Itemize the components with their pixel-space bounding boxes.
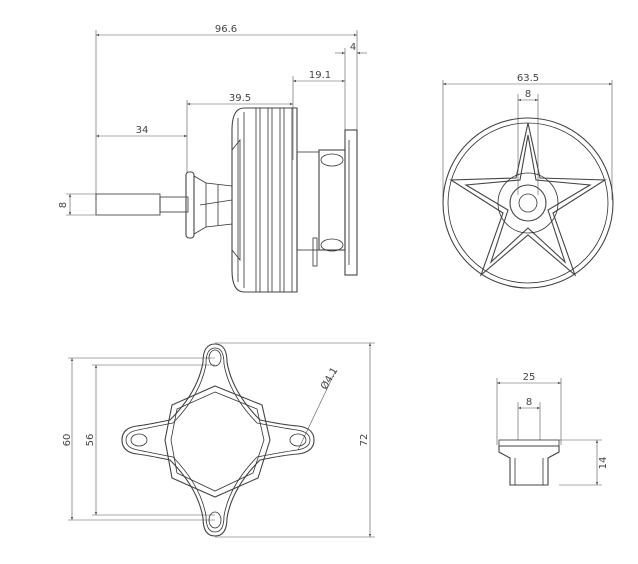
dim-adapter-height: 14	[598, 457, 609, 470]
bolt-head	[320, 238, 344, 252]
side-view: 96.6 4 19.1 39.5 34 8	[58, 24, 367, 293]
mount-hole	[208, 511, 222, 529]
mount-plate-view: 60 56 72 Ø4.1	[62, 342, 375, 538]
knurled-hub	[497, 172, 559, 234]
dim-front-shaft: 8	[525, 89, 531, 100]
dim-motor-length: 39.5	[229, 93, 251, 104]
bolt-head	[320, 153, 344, 167]
dim-shaft-diameter: 8	[58, 202, 69, 208]
threaded-shaft	[95, 193, 161, 216]
dim-inner-spacing: 56	[85, 434, 96, 447]
dimension-lines	[66, 30, 367, 216]
shaft	[159, 196, 189, 213]
clip	[312, 237, 318, 267]
star-spokes	[449, 122, 607, 277]
motor-outer-rim	[442, 117, 614, 289]
dim-hole-diameter: Ø4.1	[318, 365, 340, 392]
mount-hole	[289, 433, 307, 447]
center-opening	[164, 385, 271, 498]
dimension-lines	[442, 80, 613, 200]
dim-front-diameter: 63.5	[517, 73, 539, 84]
mount-body	[296, 151, 320, 251]
mount-plate-side	[344, 129, 358, 276]
dim-overall-height: 72	[359, 434, 370, 447]
dimension-lines	[68, 342, 375, 538]
mount-hole	[208, 349, 222, 367]
motor-side-profile	[95, 107, 358, 293]
motor-inner-rim	[447, 122, 609, 284]
mount-plate-inner-outline	[125, 347, 311, 533]
adapter-view: 25 8 14	[496, 372, 609, 486]
shaft-end	[518, 193, 538, 213]
dim-outer-spacing: 60	[62, 434, 73, 447]
bell-ribs	[237, 108, 293, 292]
dim-shaft-length: 34	[136, 125, 149, 136]
adapter-knurl	[498, 439, 560, 447]
dimension-lines	[496, 378, 602, 486]
dim-overall-length: 96.6	[215, 24, 237, 35]
mount-collar	[318, 149, 346, 251]
mount-hole	[130, 433, 148, 447]
hub-cone	[193, 175, 233, 235]
dim-adapter-width: 25	[523, 372, 536, 383]
dim-adapter-bore: 8	[526, 397, 532, 408]
bell-front-edge	[231, 138, 241, 262]
dim-mount-length: 19.1	[309, 70, 331, 81]
center-opening-inner	[170, 391, 265, 492]
front-view: 63.5 8	[442, 73, 614, 289]
adapter-body	[498, 445, 560, 486]
hub-face	[509, 184, 547, 222]
motor-bell	[231, 107, 298, 293]
hub-cone-detail	[199, 183, 233, 227]
dim-plate-thickness: 4	[350, 42, 356, 53]
adapter-bore-lines	[514, 458, 544, 485]
mount-plate-outline	[121, 343, 315, 537]
prop-hub	[185, 171, 195, 239]
